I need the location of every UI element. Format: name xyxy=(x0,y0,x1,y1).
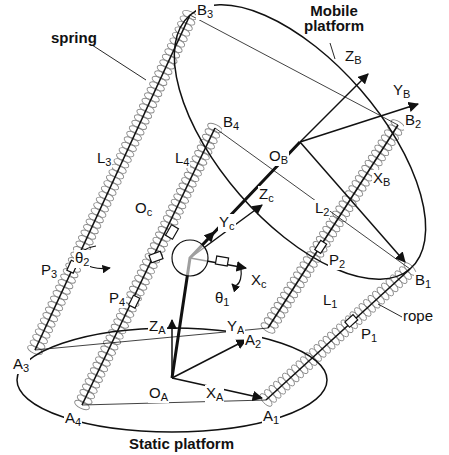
point-label: A1 xyxy=(262,408,280,426)
point-label: ZA xyxy=(148,318,167,336)
point-label: L1 xyxy=(322,292,338,310)
point-label: A3 xyxy=(12,356,30,374)
point-label: A4 xyxy=(64,410,82,428)
point-label: θ1 xyxy=(214,290,230,308)
joint-pins xyxy=(149,225,229,266)
ropes xyxy=(35,15,410,405)
point-label: YA xyxy=(226,318,245,336)
platform-lines xyxy=(35,15,410,405)
axis-arrows xyxy=(172,74,418,398)
point-label: Xc xyxy=(250,272,268,290)
sensor-blocks xyxy=(67,240,358,327)
point-label: XA xyxy=(205,385,224,403)
point-label: P3 xyxy=(40,262,58,280)
part-label: spring xyxy=(50,30,98,45)
universal-joint xyxy=(172,240,208,276)
point-label: Yc xyxy=(218,214,236,232)
point-label: B4 xyxy=(222,114,240,132)
point-label: A2 xyxy=(244,332,262,350)
point-label: P4 xyxy=(108,290,126,308)
platform-label: Mobile platform xyxy=(293,3,375,33)
point-label: L4 xyxy=(174,150,190,168)
point-label: B1 xyxy=(414,272,432,290)
point-label: Oc xyxy=(134,200,153,218)
leader-lines xyxy=(92,43,402,317)
rotation-arrow xyxy=(232,262,241,286)
point-label: ZB xyxy=(344,48,363,66)
platform-label: Static platform xyxy=(128,436,235,451)
point-label: P1 xyxy=(360,326,378,344)
spring-coils xyxy=(26,8,418,411)
point-label: B3 xyxy=(196,2,214,20)
mobile-platform xyxy=(129,0,449,321)
point-label: θ2 xyxy=(74,250,90,268)
point-label: B2 xyxy=(404,112,422,130)
central-pole xyxy=(172,142,300,378)
point-label: YB xyxy=(392,82,411,100)
point-label: OA xyxy=(148,385,169,403)
point-label: L2 xyxy=(314,200,330,218)
point-label: Zc xyxy=(258,186,275,204)
point-label: L3 xyxy=(96,150,112,168)
point-label: OB xyxy=(268,148,289,166)
point-label: P2 xyxy=(328,252,346,270)
part-label: rope xyxy=(402,308,434,323)
point-label: XB xyxy=(372,170,391,188)
